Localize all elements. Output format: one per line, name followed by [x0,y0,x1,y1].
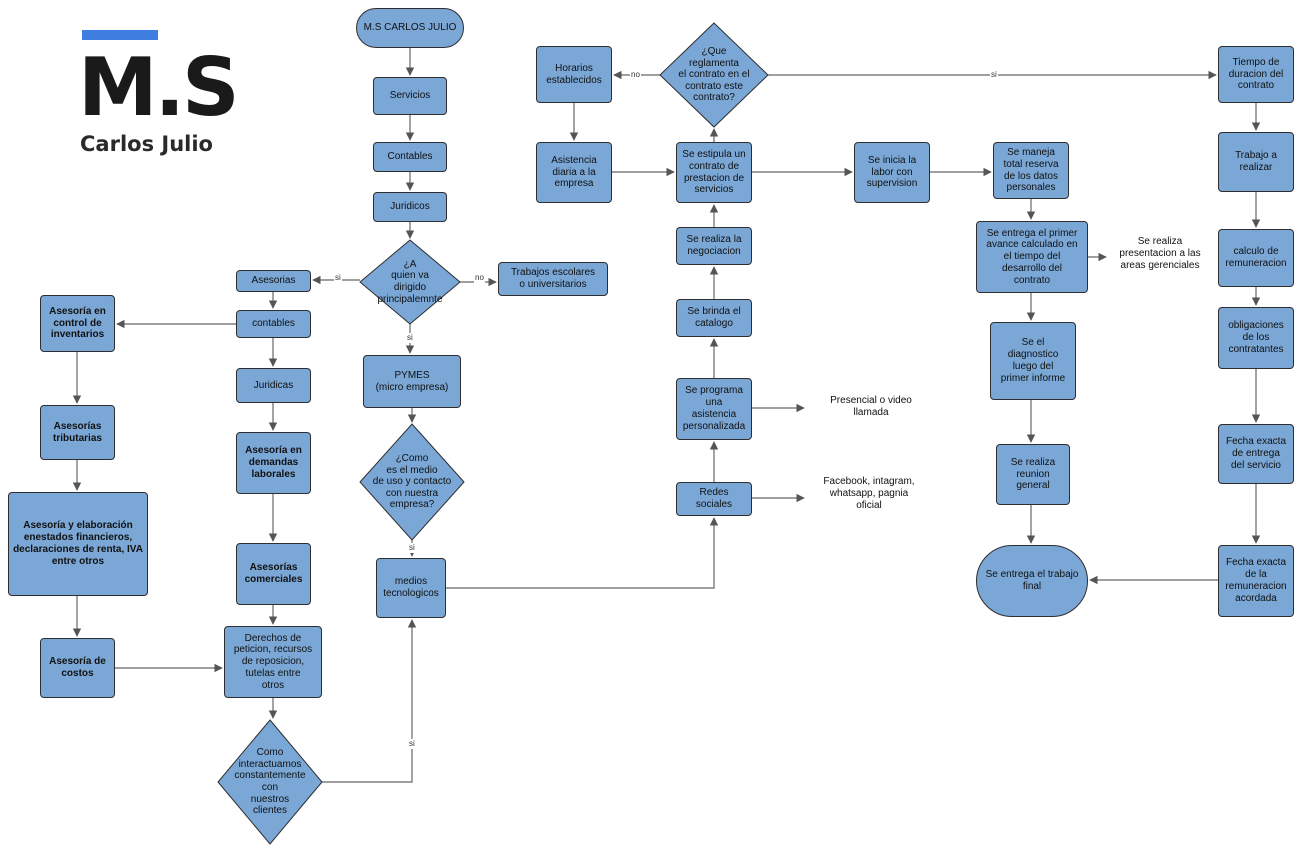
node-contables-left: contables [236,310,311,338]
node-contrato: Se estipula un contrato de prestacion de… [676,142,752,203]
logo-subtitle: Carlos Julio [80,132,213,156]
edge-label-si-tiempo: si [990,70,998,80]
node-inicia: Se inicia la labor con supervision [854,142,930,203]
node-fecha-remuneracion: Fecha exacta de la remuneracion acordada [1218,545,1294,617]
node-asesorias-tributarias: Asesorías tributarias [40,405,115,460]
node-horarios: Horarios establecidos [536,46,612,103]
edge-label-no-horarios: no [630,70,641,80]
node-redes: Redes sociales [676,482,752,516]
node-asesoria-costos: Asesoría de costos [40,638,115,698]
decision-diamond-q-interactuamos [217,719,323,845]
edge-label-si-pymes: si [406,333,414,343]
decision-diamond-q-reglamenta [659,22,769,128]
node-trabajos: Trabajos escolares o universitarios [498,262,608,296]
node-asistencia: Asistencia diaria a la empresa [536,142,612,203]
note-facebook: Facebook, intagram, whatsapp, pagnia ofi… [823,476,915,511]
company-logo: M.S Carlos Julio [70,22,270,177]
node-reunion: Se realiza reunion general [996,444,1070,505]
node-juridicas: Juridicas [236,368,311,403]
edge-interactuamos-to-medios [322,619,417,783]
node-demandas: Asesoría en demandas laborales [236,432,311,494]
node-comerciales: Asesorías comerciales [236,543,311,605]
node-start: M.S CARLOS JULIO [356,8,464,48]
node-pymes: PYMES (micro empresa) [363,355,461,408]
note-presencial: Presencial o video llamada [830,395,912,418]
node-juridicos-top: Juridicos [373,192,447,222]
edge-medios-to-redes [446,517,719,589]
node-programa: Se programa una asistencia personalizada [676,378,752,440]
edge-label-si-medios: si [408,543,416,553]
node-negociacion: Se realiza la negociacion [676,227,752,265]
node-calculo: calculo de remuneracion [1218,229,1294,287]
node-diagnostico: Se el diagnostico luego del primer infor… [990,322,1076,400]
node-tiempo: Tiempo de duracion del contrato [1218,46,1294,103]
node-servicios: Servicios [373,77,447,115]
node-trabajo: Trabajo a realizar [1218,132,1294,192]
edge-label-si-asesorias: si [334,273,342,283]
logo-accent-bar [82,30,158,40]
node-final: Se entrega el trabajo final [976,545,1088,617]
logo-mark: M.S [78,41,240,134]
node-obligaciones: obligaciones de los contratantes [1218,307,1294,369]
node-reserva: Se maneja total reserva de los datos per… [993,142,1069,199]
node-asesorias: Asesorias [236,270,311,292]
node-asesoria-inventarios: Asesoría en control de inventarios [40,295,115,352]
edge-label-si-interactuamos: si [408,739,416,749]
edge-label-no-trabajos: no [474,273,485,283]
node-fecha-entrega: Fecha exacta de entrega del servicio [1218,424,1294,484]
node-medios: medios tecnologicos [376,558,446,618]
note-presentacion: Se realiza presentacion a las areas gere… [1119,236,1201,271]
node-catalogo: Se brinda el catalogo [676,299,752,337]
node-avance: Se entrega el primer avance calculado en… [976,221,1088,293]
node-contables-top: Contables [373,142,447,172]
node-derechos: Derechos de peticion, recursos de reposi… [224,626,322,698]
decision-diamond-q-dirigido [359,239,461,325]
decision-diamond-q-medio [359,423,465,541]
node-asesoria-estados: Asesoría y elaboración enestados financi… [8,492,148,596]
